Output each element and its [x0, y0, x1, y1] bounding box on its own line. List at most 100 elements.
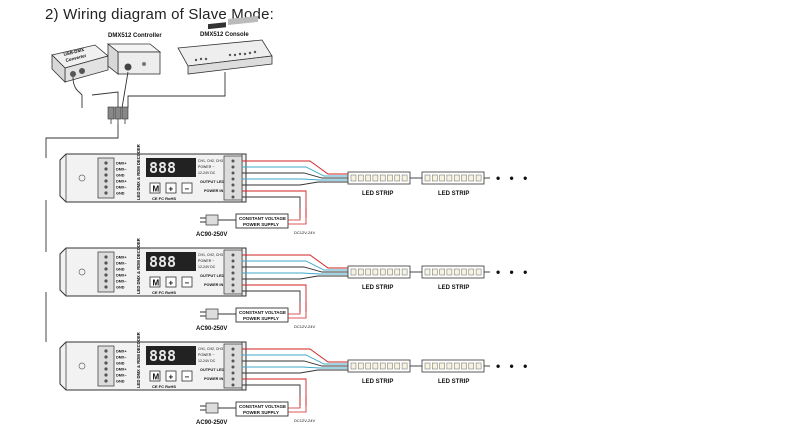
voltage-label: 12-24V DC [198, 171, 216, 175]
product-name-label: LED DMX & RDM DECODER [136, 332, 141, 388]
dmx-terminal-label: DMX− [116, 168, 127, 172]
led-chip [350, 268, 357, 276]
led-chip [424, 174, 431, 182]
dmx-terminal-label: DMX+ [116, 180, 127, 184]
segment-display: 888 [149, 159, 176, 177]
led-chip [424, 362, 431, 370]
dmx-terminal-label: DMX− [116, 374, 127, 378]
led-strip [350, 362, 408, 370]
dmx-terminal-label: DMX− [116, 186, 127, 190]
led-chip [394, 362, 401, 370]
power-supply-label: CONSTANT VOLTAGE [239, 216, 286, 221]
led-strip-label: LED STRIP [362, 379, 393, 385]
dmx512-console: DMX512 Console [177, 15, 273, 75]
mode-button: M [153, 279, 160, 288]
continuation-dots: • • • [496, 359, 530, 373]
dc-voltage-label: DC12V-24V [294, 324, 315, 329]
dc-voltage-label: DC12V-24V [294, 230, 315, 235]
led-chip [372, 362, 379, 370]
led-chip [358, 174, 364, 182]
led-strip-label: LED STRIP [438, 191, 469, 197]
led-chip [365, 174, 371, 182]
minus-button: − [185, 279, 190, 288]
led-chip [350, 362, 357, 370]
led-chip [475, 362, 482, 370]
led-chip [475, 174, 482, 182]
led-chip [401, 174, 408, 182]
cert-label: CE FC RoHS [152, 384, 176, 389]
led-chip [453, 362, 460, 370]
led-chip [468, 362, 475, 370]
minus-button: − [185, 373, 190, 382]
voltage-label: 12-24V DC [198, 265, 216, 269]
dmx-terminal-label: DMX+ [116, 350, 127, 354]
dmx-terminal-label: DMX− [116, 280, 127, 284]
led-chip [365, 362, 371, 370]
led-chip [461, 362, 467, 370]
continuation-dots: • • • [496, 171, 530, 185]
usb-dmx-label-1: USB-DMX [63, 47, 85, 57]
led-chip [387, 268, 393, 276]
plus-button: + [169, 185, 174, 194]
led-chip [461, 268, 467, 276]
dmx-terminal-label: GND [116, 268, 125, 272]
led-chip [358, 268, 364, 276]
led-chip [394, 174, 401, 182]
power-supply-label: CONSTANT VOLTAGE [239, 310, 286, 315]
led-chip [453, 268, 460, 276]
led-chip [365, 268, 371, 276]
led-chip [394, 268, 401, 276]
led-chip [372, 174, 379, 182]
dmx-terminal-label: GND [116, 362, 125, 366]
channel-label: CH1, CH2, CH3 [198, 347, 223, 351]
led-chip [379, 362, 386, 370]
output-led-label: OUTPUT LED+ [200, 368, 227, 372]
power-supply-label: POWER SUPPLY [243, 316, 279, 321]
dmx-terminal-label: DMX− [116, 356, 127, 360]
led-chip [387, 362, 393, 370]
led-chip [379, 268, 386, 276]
ac-voltage-label: AC90-250V [196, 420, 227, 426]
led-chip [468, 174, 475, 182]
led-chip [424, 268, 431, 276]
channel-label: CH1, CH2, CH3 [198, 253, 223, 257]
power-in-label: POWER IN [204, 189, 223, 193]
led-chip [439, 268, 445, 276]
ac-voltage-label: AC90-250V [196, 326, 227, 332]
product-name-label: LED DMX & RDM DECODER [136, 144, 141, 200]
led-strip-label: LED STRIP [438, 285, 469, 291]
led-chip [379, 174, 386, 182]
continuation-dots: • • • [496, 265, 530, 279]
dmx-controller-label: DMX512 Controller [108, 33, 162, 39]
led-chip [401, 268, 408, 276]
led-strip [350, 174, 408, 182]
led-chip [439, 174, 445, 182]
dmx512-controller: DMX512 Controller [106, 33, 162, 75]
led-chip [350, 174, 357, 182]
dmx-terminal-label: DMX+ [116, 368, 127, 372]
led-chip [446, 268, 453, 276]
minus-button: − [185, 185, 190, 194]
dmx-terminal-label: DMX+ [116, 256, 127, 260]
segment-display: 888 [149, 253, 176, 271]
led-strip [350, 268, 408, 276]
voltage-label: 12-24V DC [198, 359, 216, 363]
led-strip [424, 362, 482, 370]
dmx-terminal-label: DMX− [116, 262, 127, 266]
led-strip-label: LED STRIP [362, 285, 393, 291]
plus-button: + [169, 373, 174, 382]
dmx-terminal-label: GND [116, 380, 125, 384]
plus-button: + [169, 279, 174, 288]
led-chip [372, 268, 379, 276]
led-chip [387, 174, 393, 182]
led-chip [446, 362, 453, 370]
cert-label: CE FC RoHS [152, 196, 176, 201]
dmx-terminal-label: GND [116, 174, 125, 178]
cert-label: CE FC RoHS [152, 290, 176, 295]
led-strip [424, 174, 482, 182]
power-in-label: POWER IN [204, 283, 223, 287]
led-chip [439, 362, 445, 370]
